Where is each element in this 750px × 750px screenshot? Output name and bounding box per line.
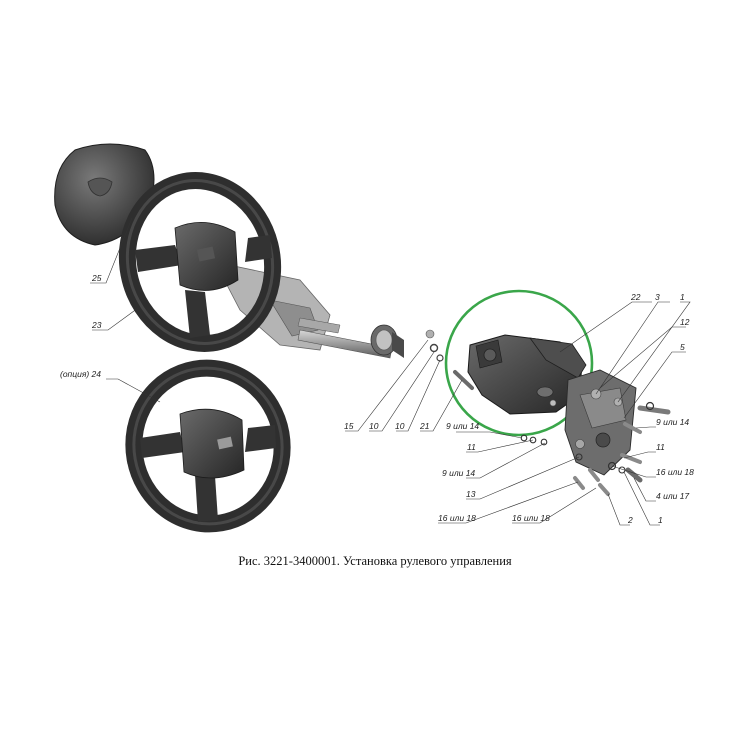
label-16-or-18-b: 16 или 18 xyxy=(512,513,550,523)
label-12: 12 xyxy=(680,317,690,327)
steering-wheel-part-23 xyxy=(118,172,282,352)
label-16-or-18-c: 16 или 18 xyxy=(656,467,694,477)
optional-steering-wheel-part-24 xyxy=(125,359,291,533)
rubber-boot xyxy=(370,324,404,358)
label-22: 22 xyxy=(630,292,641,302)
mounting-bracket xyxy=(564,369,637,476)
label-1-a: 1 xyxy=(680,292,685,302)
highlight-circle xyxy=(444,289,594,437)
label-9-or-14-a: 9 или 14 xyxy=(446,421,479,431)
label-4-or-17: 4 или 17 xyxy=(656,491,689,501)
label-2: 2 xyxy=(627,515,633,525)
label-5: 5 xyxy=(680,342,685,352)
label-24: (опция) 24 xyxy=(60,369,101,379)
label-10b: 10 xyxy=(395,421,405,431)
label-3: 3 xyxy=(655,292,660,302)
label-11-b: 11 xyxy=(656,442,665,452)
label-25: 25 xyxy=(91,273,102,283)
label-11-a: 11 xyxy=(467,442,476,452)
label-21: 21 xyxy=(419,421,430,431)
label-15: 15 xyxy=(344,421,354,431)
label-23: 23 xyxy=(91,320,102,330)
label-9-or-14-b: 9 или 14 xyxy=(442,468,475,478)
label-9-or-14-c: 9 или 14 xyxy=(656,417,689,427)
steering-column xyxy=(214,261,393,359)
label-10a: 10 xyxy=(369,421,379,431)
label-13: 13 xyxy=(466,489,476,499)
figure-caption: Рис. 3221-3400001. Установка рулевого уп… xyxy=(238,554,512,568)
part-labels: 25 23 (опция) 24 15 10 10 21 9 или 14 11… xyxy=(60,273,694,525)
steering-gear-part-22 xyxy=(467,334,587,415)
label-1-b: 1 xyxy=(658,515,663,525)
label-16-or-18-a: 16 или 18 xyxy=(438,513,476,523)
leader-lines xyxy=(90,217,691,526)
fasteners-near-boot xyxy=(425,329,474,390)
